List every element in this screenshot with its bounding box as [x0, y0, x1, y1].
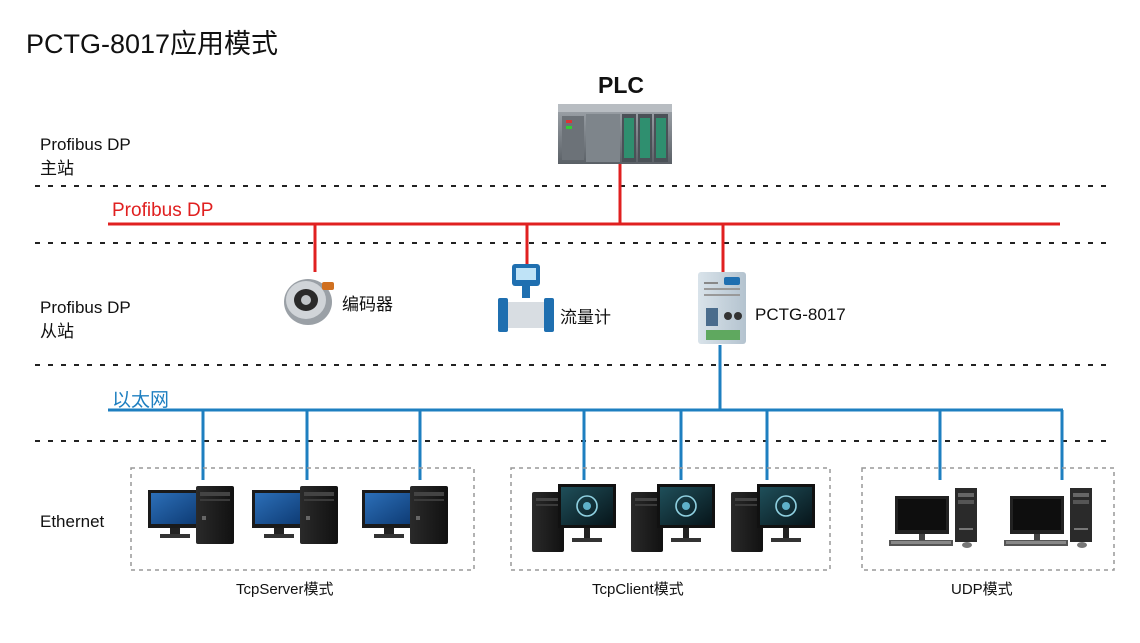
udp-computers	[889, 488, 1092, 548]
desktop-computer-icon	[630, 483, 716, 553]
zone-label-slave: Profibus DP 从站	[40, 296, 131, 344]
page-title: PCTG-8017应用模式	[26, 29, 279, 59]
group-label-tcpclient: TcpClient模式	[592, 581, 684, 598]
tcpserver-computers	[148, 486, 448, 544]
zone-label-slave-line2: 从站	[40, 322, 74, 341]
desktop-computer-icon	[531, 483, 617, 553]
zone-label-master-line1: Profibus DP	[40, 135, 131, 154]
zone-label-slave-line1: Profibus DP	[40, 298, 131, 317]
desktop-computer-icon	[1004, 488, 1092, 548]
desktop-computer-icon	[730, 483, 816, 553]
flowmeter-label: 流量计	[560, 308, 611, 327]
group-box-udp	[861, 467, 1115, 571]
desktop-computer-icon	[148, 486, 234, 544]
group-box-tcpserver	[130, 467, 475, 571]
desktop-computer-icon	[889, 488, 977, 548]
flowmeter-icon	[498, 264, 554, 332]
zone-separators	[35, 185, 1110, 442]
profibus-bus	[108, 162, 1060, 272]
tcpclient-computers	[531, 483, 816, 553]
zone-label-ethernet: Ethernet	[40, 512, 105, 531]
encoder-label: 编码器	[342, 295, 393, 314]
gateway-label: PCTG-8017	[755, 305, 846, 324]
group-boxes	[130, 467, 1115, 571]
plc-rack-icon	[558, 104, 672, 164]
desktop-computer-icon	[252, 486, 338, 544]
group-label-udp: UDP模式	[951, 581, 1013, 598]
rotary-encoder-icon	[284, 279, 334, 325]
desktop-computer-icon	[362, 486, 448, 544]
ethernet-bus-label: 以太网	[112, 390, 170, 411]
profibus-bus-label: Profibus DP	[112, 200, 214, 221]
group-box-tcpclient	[510, 467, 831, 571]
zone-label-master: Profibus DP 主站	[40, 133, 131, 181]
group-label-tcpserver: TcpServer模式	[236, 581, 334, 598]
gateway-module-icon	[698, 272, 746, 344]
zone-label-master-line2: 主站	[40, 159, 74, 178]
plc-label: PLC	[598, 72, 644, 98]
